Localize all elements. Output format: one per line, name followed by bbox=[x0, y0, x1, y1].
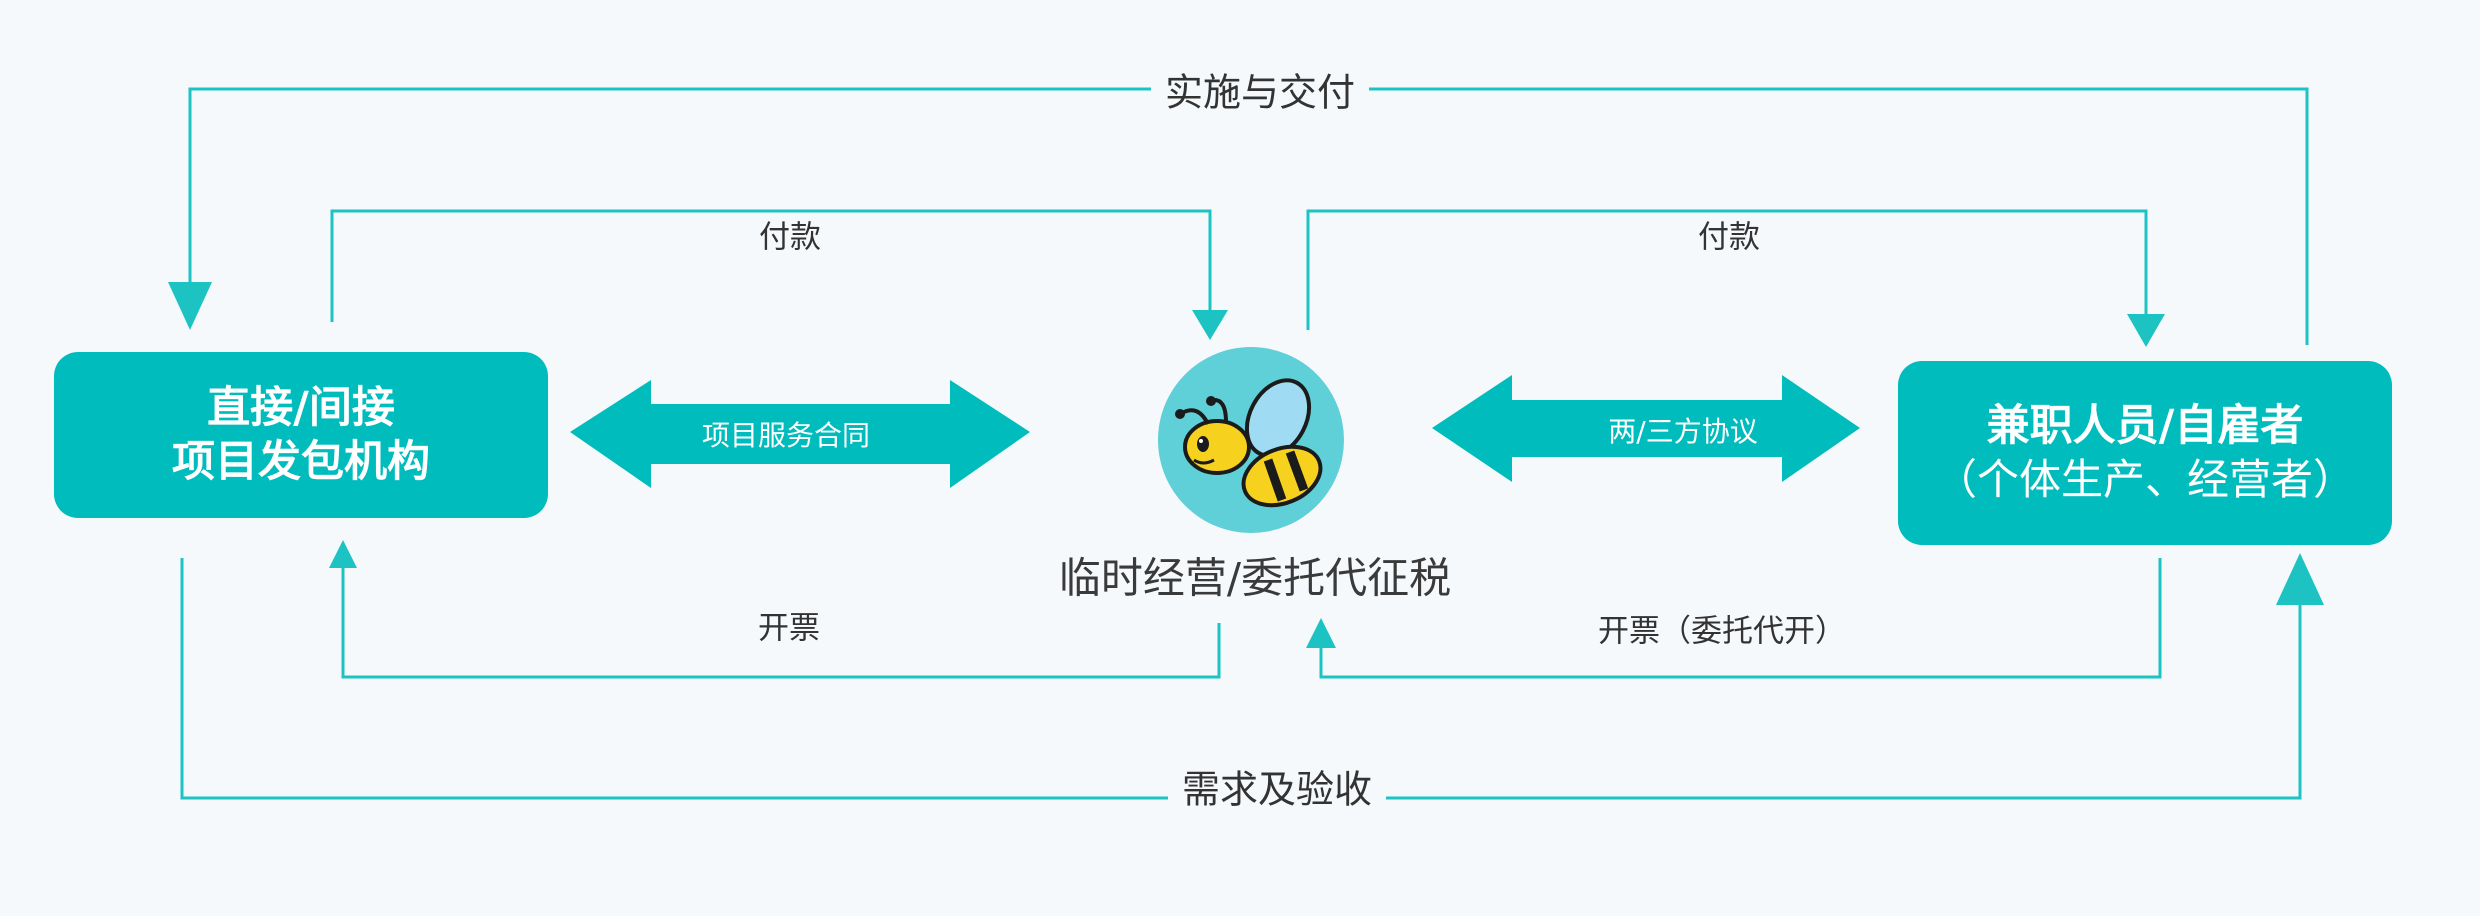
left-contract-label: 项目服务合同 bbox=[701, 419, 871, 452]
left-invoice-line bbox=[341, 565, 1221, 679]
bee-icon bbox=[1158, 347, 1344, 533]
left-pay-line bbox=[330, 209, 1212, 322]
right-pay-line bbox=[1306, 209, 2148, 330]
left-pay-arrowhead bbox=[1192, 310, 1228, 340]
right-invoice-label: 开票（委托代开） bbox=[1598, 613, 1846, 650]
left-pay-label: 付款 bbox=[759, 219, 821, 256]
right-pay-label: 付款 bbox=[1698, 219, 1760, 256]
left-invoice-arrowhead bbox=[329, 540, 357, 568]
bottom-loop-arrowhead bbox=[2276, 553, 2324, 605]
right-contract-label: 两/三方协议 bbox=[1608, 415, 1758, 448]
left-node-contractor: 直接/间接 项目发包机构 bbox=[54, 352, 548, 518]
top-loop-label: 实施与交付 bbox=[1150, 61, 1370, 117]
right-node-subtitle: （个体生产、经营者） bbox=[1934, 455, 2355, 504]
top-loop-arrowhead bbox=[168, 282, 212, 330]
left-node-title: 直接/间接 bbox=[207, 383, 395, 433]
right-invoice-arrowhead bbox=[1306, 618, 1336, 648]
left-node-subtitle: 项目发包机构 bbox=[172, 437, 430, 487]
left-invoice-label: 开票 bbox=[758, 610, 820, 647]
bottom-loop-label: 需求及验收 bbox=[1167, 758, 1387, 814]
right-contract-arrow bbox=[1432, 375, 1860, 482]
top-loop-line bbox=[188, 87, 2309, 345]
left-contract-arrow bbox=[570, 380, 1030, 488]
right-invoice-line bbox=[1319, 558, 2162, 679]
center-caption: 临时经营/委托代征税 bbox=[1058, 553, 1452, 603]
right-node-freelancer: 兼职人员/自雇者 （个体生产、经营者） bbox=[1898, 361, 2392, 545]
right-node-title: 兼职人员/自雇者 bbox=[1986, 401, 2304, 451]
right-pay-arrowhead bbox=[2127, 314, 2165, 347]
